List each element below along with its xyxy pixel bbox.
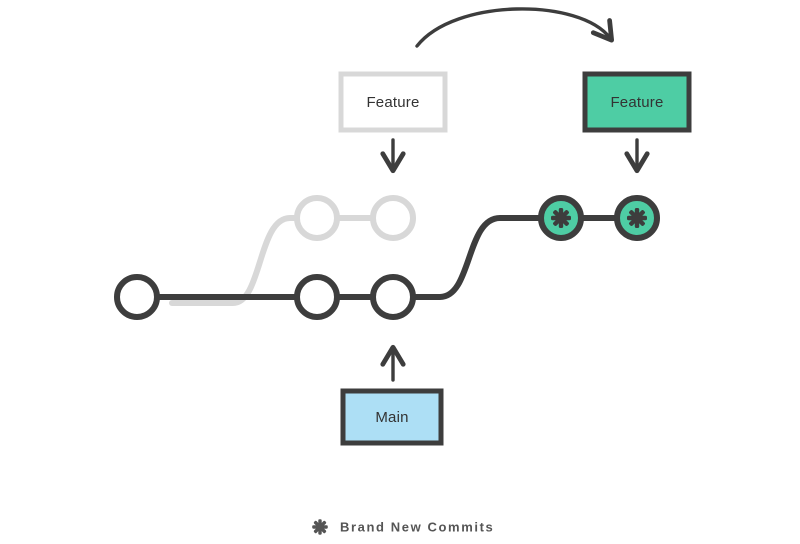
commit-node-root[interactable]	[114, 274, 160, 320]
feature-before-box-label: Feature	[366, 94, 419, 111]
feature-before-box[interactable]: Feature	[338, 71, 448, 133]
main-branch-commits	[114, 274, 416, 320]
commit-node-feature-2[interactable]	[370, 195, 416, 241]
starburst-icon	[312, 519, 328, 535]
main-box-rect	[340, 388, 444, 446]
feature-after-box-rect	[582, 71, 692, 133]
feature-branch-line	[169, 215, 396, 306]
feature-after-box[interactable]: Feature	[582, 71, 692, 133]
pointer-arrows	[380, 138, 650, 382]
legend-label: Brand New Commits	[340, 519, 494, 534]
feature-after-box-label: Feature	[610, 94, 663, 111]
branch-lines	[134, 215, 640, 306]
commit-node-main-2[interactable]	[370, 274, 416, 320]
legend: Brand New Commits	[312, 519, 494, 535]
feature-branch-commits	[294, 195, 416, 241]
main-box-label: Main	[375, 409, 408, 426]
starburst-icon	[551, 208, 571, 228]
main-box[interactable]: Main	[340, 388, 444, 446]
commit-node-main-1[interactable]	[294, 274, 340, 320]
main-branch-line	[134, 215, 640, 300]
rebase-arc-arrow	[415, 7, 615, 48]
commit-node-feature-1[interactable]	[294, 195, 340, 241]
rebased-commits	[538, 195, 660, 241]
starburst-icon	[627, 208, 647, 228]
feature-before-box-rect	[338, 71, 448, 133]
